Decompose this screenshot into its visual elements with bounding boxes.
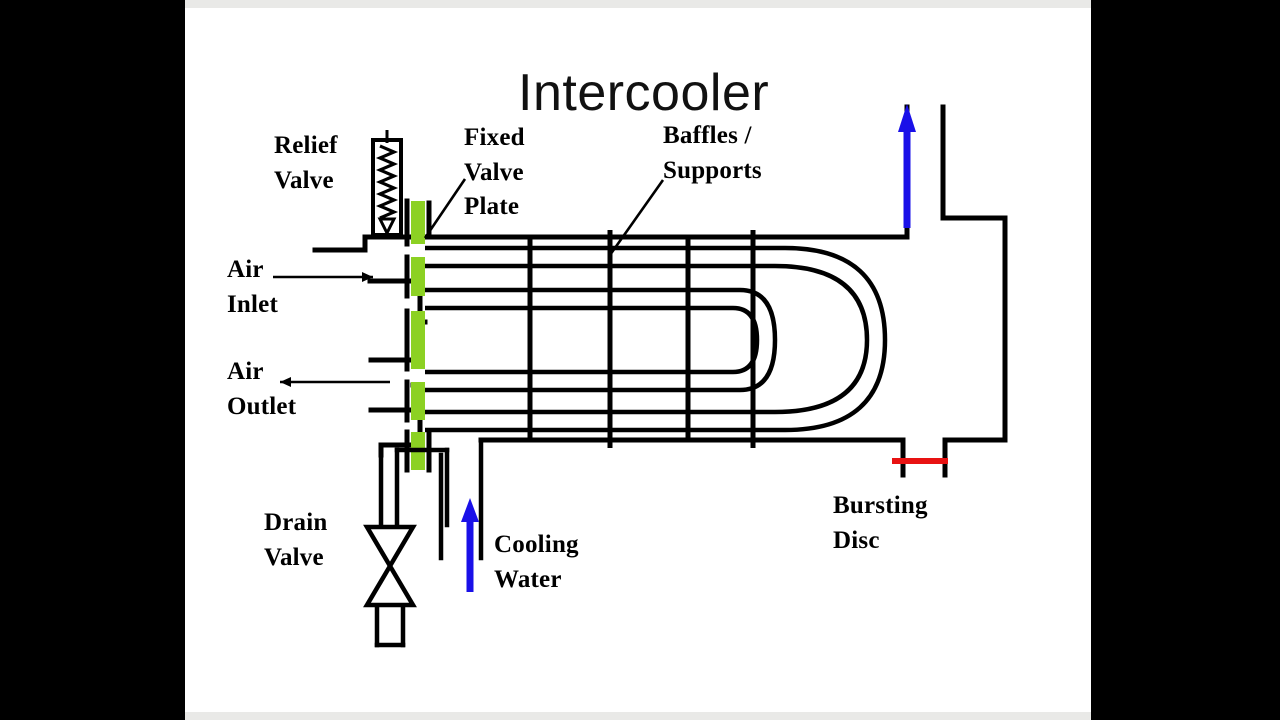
- label-air-inlet: Air Inlet: [227, 256, 278, 318]
- air-inlet-arrow: [273, 272, 373, 282]
- air-outlet-arrow: [280, 377, 390, 387]
- label-bursting-disc: Bursting Disc: [833, 492, 928, 554]
- leader-fixed-valve-plate: [423, 178, 467, 239]
- leader-lines: [423, 178, 665, 256]
- baffle-supports: [527, 230, 756, 448]
- slide-canvas: Intercooler Relief Valve Fixed Valve Pla…: [185, 0, 1091, 720]
- cooling-water-outlet-arrow: [898, 104, 916, 228]
- slide-top-edge: [185, 0, 1091, 8]
- label-relief-valve: Relief Valve: [274, 132, 338, 194]
- label-air-outlet: Air Outlet: [227, 358, 297, 420]
- leader-baffles: [608, 179, 665, 256]
- label-fixed-valve-plate: Fixed Valve Plate: [464, 124, 525, 220]
- label-cooling-water: Cooling Water: [494, 531, 579, 593]
- intercooler-diagram: [273, 104, 1008, 648]
- relief-valve: [371, 130, 403, 237]
- fixed-valve-plate: [411, 201, 425, 470]
- label-baffles-supports: Baffles / Supports: [663, 122, 762, 184]
- page-title: Intercooler: [518, 64, 770, 122]
- drain-valve: [363, 447, 450, 648]
- slide-bottom-edge: [185, 712, 1091, 720]
- cooling-tube-rows: [425, 245, 888, 433]
- cooling-water-piping: [438, 437, 484, 561]
- cooling-water-inlet-arrow: [461, 498, 479, 592]
- label-drain-valve: Drain Valve: [264, 509, 328, 571]
- drain-valve-symbol: [363, 524, 417, 608]
